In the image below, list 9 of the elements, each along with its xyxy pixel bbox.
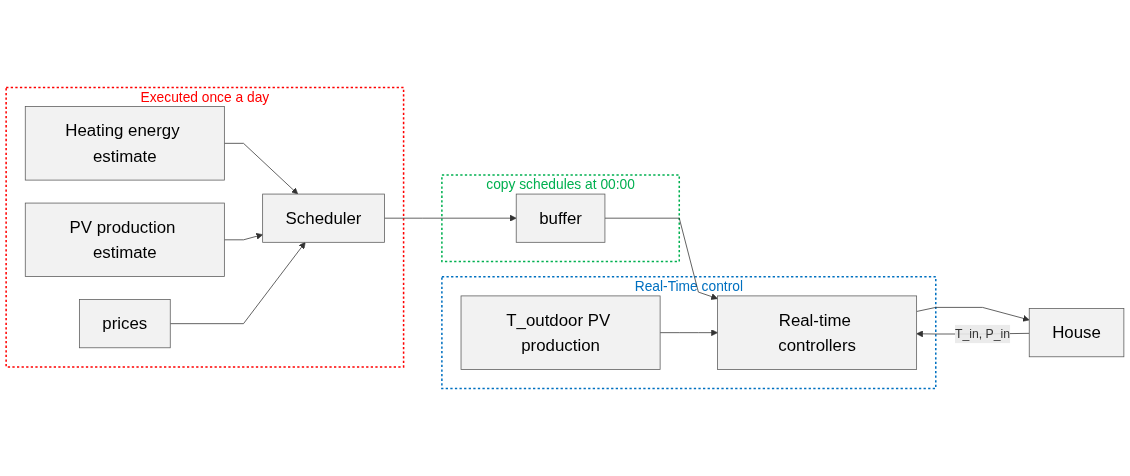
node-box: Heating energy estimate (24, 106, 225, 181)
node-box: PV production estimate (24, 202, 225, 277)
node-box: T_outdoor PV production (460, 295, 661, 370)
node-box: House (1028, 308, 1125, 358)
node-box: prices (79, 299, 171, 349)
node-box: Real-time controllers (717, 295, 918, 370)
node-box: buffer (515, 193, 606, 243)
node-box: Scheduler (262, 193, 385, 243)
edge-label: T_in, P_in (954, 327, 1011, 341)
